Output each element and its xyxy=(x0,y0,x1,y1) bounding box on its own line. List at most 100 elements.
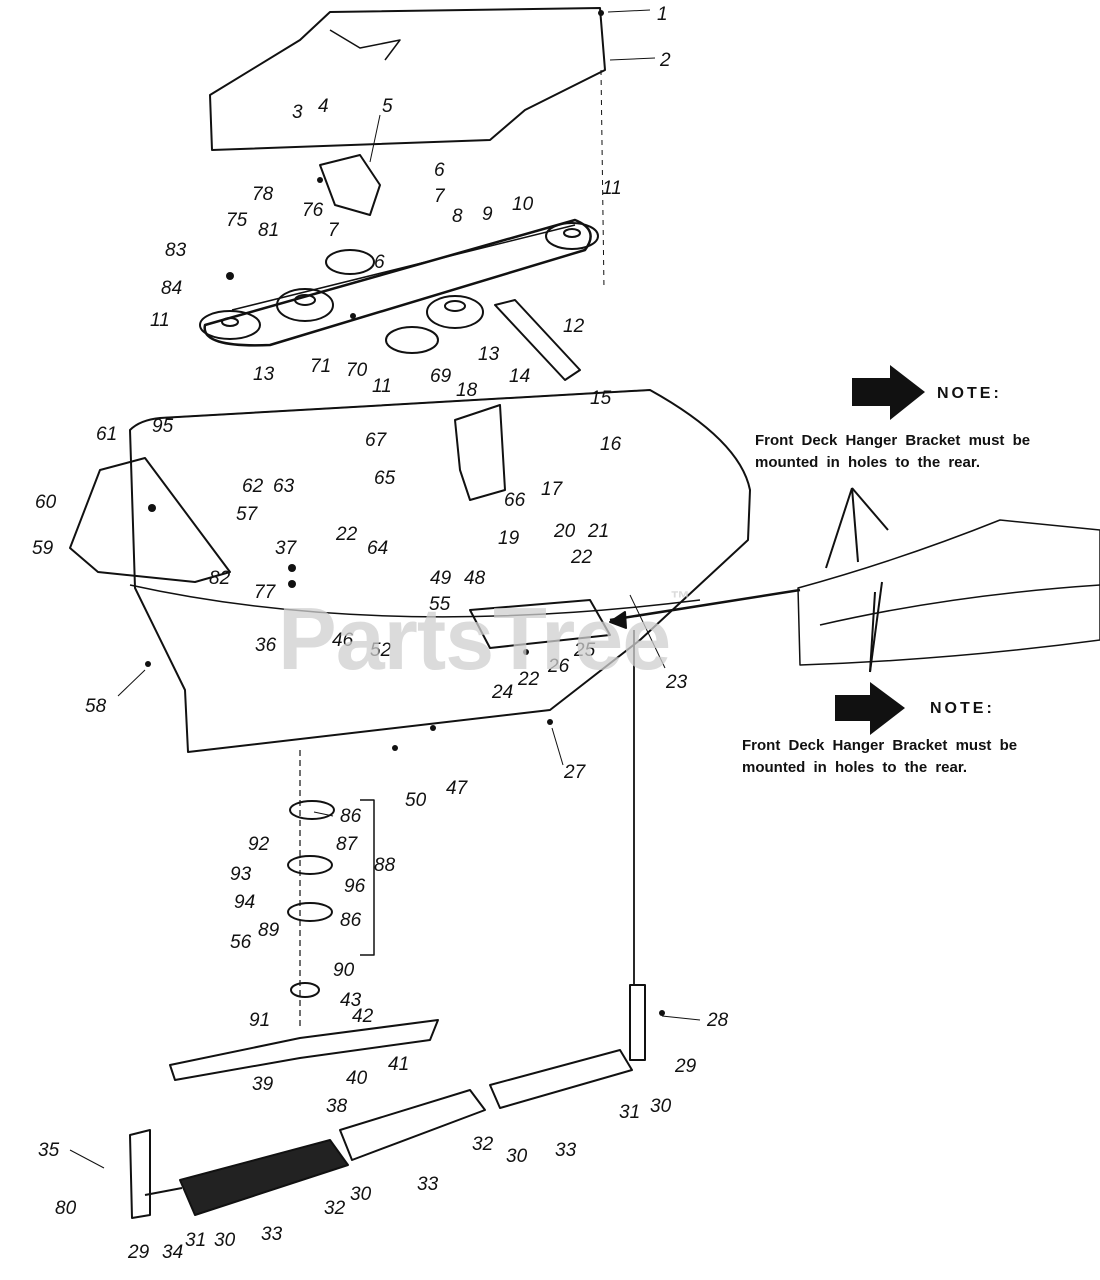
callout-31: 31 xyxy=(185,1230,206,1251)
callout-46: 46 xyxy=(332,630,354,651)
callout-48: 48 xyxy=(464,568,486,589)
callout-52: 52 xyxy=(370,640,392,661)
callout-22: 22 xyxy=(570,547,593,568)
callout-42: 42 xyxy=(352,1006,374,1027)
note-text-bottom: Front Deck Hanger Bracket must be mounte… xyxy=(742,735,1017,779)
callout-7: 7 xyxy=(328,220,340,241)
callout-5: 5 xyxy=(382,96,393,117)
callout-29: 29 xyxy=(127,1242,150,1263)
callout-25: 25 xyxy=(573,640,596,661)
callout-7: 7 xyxy=(434,186,446,207)
callout-94: 94 xyxy=(234,892,255,913)
callout-70: 70 xyxy=(346,360,368,381)
partstree-watermark: PartsTree™ xyxy=(278,588,690,690)
callout-63: 63 xyxy=(273,476,295,497)
callout-20: 20 xyxy=(553,521,576,542)
callout-12: 12 xyxy=(563,316,585,337)
callout-8: 8 xyxy=(452,206,463,227)
note-text-top-line1: Front Deck Hanger Bracket must be xyxy=(755,432,1031,449)
callout-30: 30 xyxy=(214,1230,236,1251)
callout-15: 15 xyxy=(590,388,612,409)
callout-14: 14 xyxy=(509,366,530,387)
callout-4: 4 xyxy=(318,96,329,117)
watermark-text: PartsTree xyxy=(278,589,671,688)
callout-64: 64 xyxy=(367,538,388,559)
note-text-top-line2: mounted in holes to the rear. xyxy=(755,454,981,471)
belt-cover xyxy=(209,7,606,151)
roller-knurled xyxy=(179,1139,349,1216)
callout-39: 39 xyxy=(252,1074,274,1095)
callout-89: 89 xyxy=(258,920,280,941)
right-arrow-icon xyxy=(852,365,925,420)
pulley-11-left xyxy=(199,310,261,340)
callout-17: 17 xyxy=(541,479,564,500)
callout-87: 87 xyxy=(336,834,359,855)
callout-28: 28 xyxy=(706,1010,729,1031)
pulley-13-left xyxy=(276,288,334,322)
callout-92: 92 xyxy=(248,834,270,855)
callout-29: 29 xyxy=(674,1056,697,1077)
callout-83: 83 xyxy=(165,240,187,261)
callout-6: 6 xyxy=(374,252,385,273)
callout-41: 41 xyxy=(388,1054,409,1075)
callout-13: 13 xyxy=(253,364,275,385)
callout-27: 27 xyxy=(563,762,587,783)
callout-88: 88 xyxy=(374,855,396,876)
note-text-top: Front Deck Hanger Bracket must be mounte… xyxy=(755,430,1030,474)
roller-bracket-left xyxy=(129,1129,151,1219)
idler-pulley xyxy=(325,249,375,275)
callout-38: 38 xyxy=(326,1096,348,1117)
callout-80: 80 xyxy=(55,1198,77,1219)
callout-16: 16 xyxy=(600,434,622,455)
callout-34: 34 xyxy=(162,1242,183,1263)
callout-11: 11 xyxy=(150,310,170,331)
callout-30: 30 xyxy=(350,1184,372,1205)
note-label-top: NOTE: xyxy=(937,385,1002,402)
callout-65: 65 xyxy=(374,468,396,489)
callout-58: 58 xyxy=(85,696,107,717)
callout-57: 57 xyxy=(236,504,259,525)
callout-30: 30 xyxy=(650,1096,672,1117)
callout-11: 11 xyxy=(372,376,392,397)
note-label-bottom: NOTE: xyxy=(930,700,995,717)
callout-55: 55 xyxy=(429,594,451,615)
callout-35: 35 xyxy=(38,1140,60,1161)
callout-24: 24 xyxy=(491,682,513,703)
mower-blade xyxy=(169,1019,439,1081)
callout-61: 61 xyxy=(96,424,117,445)
hanger-bracket-18 xyxy=(454,404,506,501)
callout-75: 75 xyxy=(226,210,248,231)
callout-86: 86 xyxy=(340,910,362,931)
callout-90: 90 xyxy=(333,960,355,981)
roller-tube-right xyxy=(339,1089,486,1161)
callout-1: 1 xyxy=(657,4,668,25)
callout-33: 33 xyxy=(261,1224,283,1245)
callout-22: 22 xyxy=(335,524,358,545)
drive-shaft-12 xyxy=(494,299,581,381)
callout-77: 77 xyxy=(254,582,277,603)
callout-37: 37 xyxy=(275,538,298,559)
callout-36: 36 xyxy=(255,635,277,656)
hanger-bracket-24 xyxy=(469,599,611,649)
callout-2: 2 xyxy=(659,50,671,71)
callout-69: 69 xyxy=(430,366,452,387)
callout-56: 56 xyxy=(230,932,252,953)
callout-59: 59 xyxy=(32,538,54,559)
pulley-bracket xyxy=(319,154,381,216)
callout-50: 50 xyxy=(405,790,427,811)
callout-60: 60 xyxy=(35,492,57,513)
callout-43: 43 xyxy=(340,990,362,1011)
callout-21: 21 xyxy=(587,521,609,542)
callout-22: 22 xyxy=(517,669,540,690)
callout-71: 71 xyxy=(310,356,331,377)
front-deck-inset xyxy=(797,519,1100,666)
callout-33: 33 xyxy=(417,1174,439,1195)
pulley-11-bottom xyxy=(385,326,439,354)
callout-82: 82 xyxy=(209,568,231,589)
pulley-13-right xyxy=(426,295,484,329)
callout-96: 96 xyxy=(344,876,366,897)
callout-78: 78 xyxy=(252,184,274,205)
note-text-bottom-line2: mounted in holes to the rear. xyxy=(742,759,968,776)
